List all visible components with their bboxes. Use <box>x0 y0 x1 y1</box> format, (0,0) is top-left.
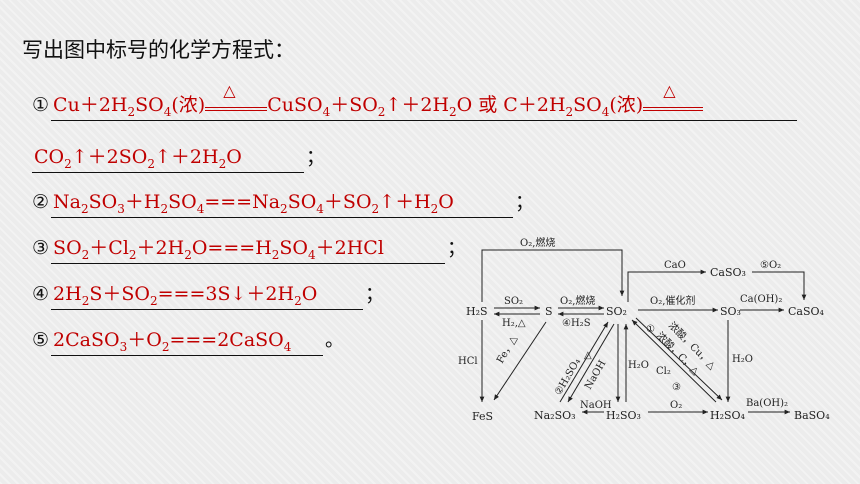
label-o2-burn: O₂,燃烧 <box>560 294 595 307</box>
node-h2so3: H₂SO₃ <box>606 409 641 422</box>
node-so3: SO₃ <box>720 305 741 318</box>
question-prompt: 写出图中标号的化学方程式： <box>22 38 295 62</box>
answer-2: Na2SO3＋H2SO4===Na2SO4＋SO2↑＋H2O <box>51 187 514 218</box>
mark-4: ④ <box>32 283 50 305</box>
equation-1-line2: CO2↑＋2SO2↑＋2H2O； <box>32 142 325 173</box>
node-so2: SO₂ <box>606 305 627 318</box>
node-baso4: BaSO₄ <box>794 409 830 422</box>
label-mark2-h2so4: ②H₂SO₄ <box>553 357 583 398</box>
node-h2s: H₂S <box>466 305 488 318</box>
label-mark4-h2s: ④H₂S <box>562 318 591 329</box>
arrow-so2-to-h2so4 <box>635 317 723 401</box>
label-mark3: ③ <box>672 382 681 393</box>
arrow-so2-to-na2so3 <box>567 323 615 403</box>
arrow-h2s-o2-burn <box>481 249 625 302</box>
answer-1a: Cu＋2H2SO4(浓)△CuSO4＋SO2↑＋2H2O 或 C＋2H2SO4(… <box>51 81 798 121</box>
label-cl2: Cl₂ <box>656 366 671 377</box>
label-o2-burn-top: O₂,燃烧 <box>520 236 555 249</box>
label-o2-catalyst: O₂,催化剂 <box>650 294 695 307</box>
label-naoh-a: NaOH <box>583 358 608 391</box>
arrow-h2so4-to-so2 <box>631 319 717 403</box>
label-mark5-o2: ⑤O₂ <box>760 260 781 271</box>
arrow-na2so3-to-so2 <box>559 321 609 403</box>
mark-3: ③ <box>32 237 50 259</box>
answer-5: 2CaSO3＋O2===2CaSO4 <box>51 325 324 356</box>
label-caoh2: Ca(OH)₂ <box>740 294 782 305</box>
label-h2-heat: H₂,△ <box>502 318 526 329</box>
label-baoh2: Ba(OH)₂ <box>746 398 788 409</box>
node-caso4: CaSO₄ <box>788 305 825 318</box>
label-heat-sym: △ <box>584 350 592 361</box>
label-fe-heat: Fe，△ <box>495 334 520 366</box>
label-so2-reagent: SO₂ <box>504 296 523 307</box>
mark-2: ② <box>32 191 50 213</box>
label-o2-bottom: O₂ <box>670 400 682 411</box>
answer-4: 2H2S＋SO2===3S↓＋2H2O <box>51 279 364 310</box>
node-na2so3: Na₂SO₃ <box>534 409 576 422</box>
label-h2o-b: H₂O <box>732 354 753 365</box>
mark-1: ① <box>32 94 50 116</box>
node-caso3: CaSO₃ <box>710 266 746 279</box>
node-s: S <box>545 305 553 318</box>
answer-3: SO2＋Cl2＋2H2O===H2SO4＋2HCl <box>51 233 446 264</box>
node-fes: FeS <box>472 410 493 423</box>
label-naoh-b: NaOH <box>580 400 612 411</box>
heat-condition-1: △ <box>205 81 268 111</box>
answer-1b: CO2↑＋2SO2↑＋2H2O <box>32 142 304 173</box>
mark-5: ⑤ <box>32 329 50 351</box>
node-h2so4: H₂SO₄ <box>710 409 746 422</box>
heat-condition-1b: △ <box>643 81 704 111</box>
label-h2o-a: H₂O <box>628 360 649 371</box>
arrow-so2-cao <box>627 269 706 302</box>
arrow-s-to-fes <box>493 321 547 401</box>
arrow-caso3-o2 <box>752 271 807 300</box>
label-hcl: HCl <box>458 356 478 367</box>
label-mark1: ① <box>646 324 655 335</box>
label-cao: CaO <box>664 260 686 271</box>
